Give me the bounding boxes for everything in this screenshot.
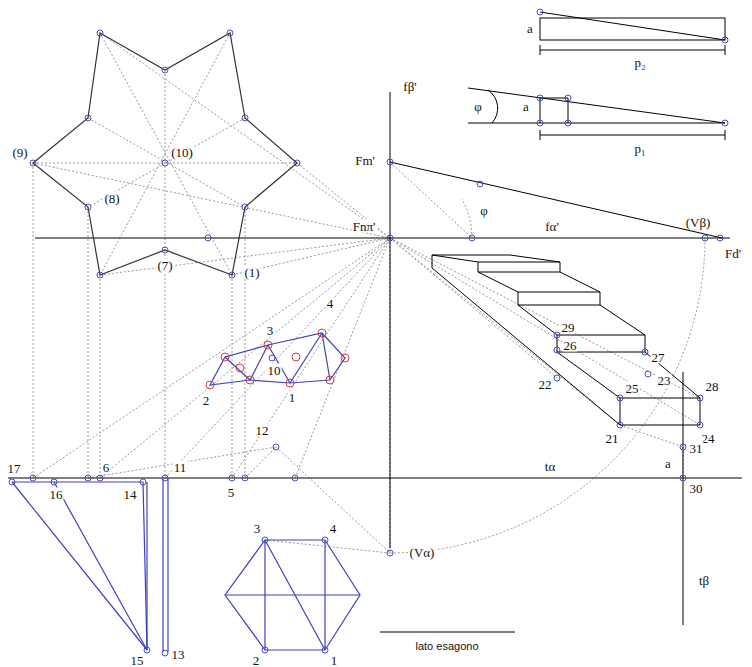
callout-number: (10) (170, 146, 194, 159)
callout-number: (8) (103, 192, 120, 205)
label: tβ (698, 574, 710, 587)
callout-number: 1 (330, 654, 339, 667)
callout-number: 16 (49, 488, 64, 501)
construction-lines (33, 33, 705, 553)
callout-number: 2 (202, 394, 211, 407)
callout-number: 29 (561, 321, 576, 334)
callout-number: 10 (267, 364, 282, 377)
callout-number: 15 (130, 654, 145, 667)
inset-slope (468, 12, 725, 140)
label: a (522, 100, 530, 113)
callout-number: 6 (102, 461, 111, 474)
label: fβ' (402, 80, 417, 93)
label: φ (473, 100, 483, 113)
callout-number: 23 (657, 374, 672, 387)
label: Fm' (354, 154, 376, 167)
callout-number: 4 (329, 522, 338, 535)
label: p₁ (633, 142, 646, 155)
callout-number: 27 (651, 351, 666, 364)
label: Fnπ' (352, 220, 377, 233)
red-points (206, 329, 349, 389)
callout-number: 1 (288, 391, 297, 404)
callout-number: 3 (266, 324, 275, 337)
callout-number: 11 (173, 461, 188, 474)
callout-number: 21 (605, 432, 620, 445)
label: a (526, 22, 534, 35)
label: lato esagono (415, 641, 480, 652)
callout-number: 28 (705, 380, 720, 393)
callout-number: 4 (326, 297, 335, 310)
callout-number: 14 (123, 488, 138, 501)
callout-number: (Vα) (409, 546, 436, 559)
callout-number: 2 (252, 654, 261, 667)
callout-number: (1) (243, 266, 260, 279)
label: fα' (544, 220, 559, 233)
callout-number: 17 (7, 462, 22, 475)
callout-number: 5 (227, 486, 236, 499)
label: p₂ (633, 56, 646, 69)
callout-number: (Vβ) (685, 216, 712, 229)
blue-lines (12, 333, 360, 652)
callout-number: (9) (11, 146, 28, 159)
callout-number: 3 (253, 522, 262, 535)
callout-number: 31 (689, 442, 704, 455)
callout-number: 13 (171, 648, 186, 661)
callout-number: 22 (538, 378, 553, 391)
callout-number: (7) (156, 259, 173, 272)
callout-number: 12 (255, 424, 270, 437)
callout-number: 26 (563, 339, 578, 352)
label: a (664, 457, 672, 470)
axes (8, 92, 742, 632)
staircase (432, 255, 700, 425)
label: Fd' (724, 247, 742, 260)
callout-number: 25 (625, 382, 640, 395)
points (9, 9, 728, 656)
star-plan (33, 33, 297, 275)
label: tα (544, 460, 556, 473)
callout-number: 30 (689, 482, 704, 495)
label: φ (479, 204, 489, 217)
